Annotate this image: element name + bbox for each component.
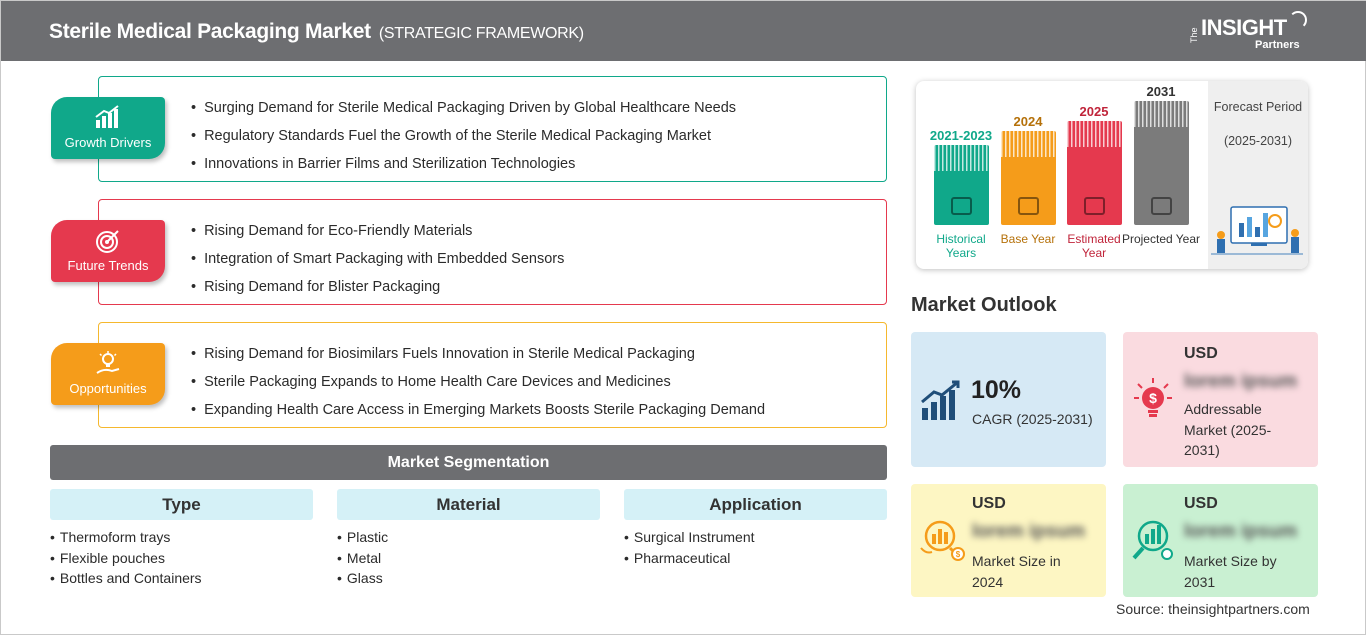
list-item: Rising Demand for Eco-Friendly Materials — [191, 217, 564, 245]
list-item: Regulatory Standards Fuel the Growth of … — [191, 122, 736, 150]
segment-material: Material Plastic Metal Glass — [337, 489, 600, 589]
page-subtitle: (STRATEGIC FRAMEWORK) — [378, 25, 584, 42]
blurred-value: lorem ipsum — [1184, 521, 1297, 542]
segment-item: Glass — [337, 568, 600, 589]
opportunities-box: Rising Demand for Biosimilars Fuels Inno… — [98, 322, 887, 428]
segment-title: Type — [50, 489, 313, 520]
list-item: Sterile Packaging Expands to Home Health… — [191, 368, 765, 396]
list-item: Innovations in Barrier Films and Sterili… — [191, 150, 736, 178]
market-outlook-title: Market Outlook — [911, 294, 1057, 316]
bar-stripes — [934, 145, 989, 171]
growth-chart-icon — [95, 105, 119, 128]
segment-item: Plastic — [337, 527, 600, 548]
hand-lightbulb-icon — [96, 351, 120, 374]
title-text: Sterile Medical Packaging Market — [49, 20, 371, 43]
growth-drivers-tag: Growth Drivers — [51, 97, 165, 159]
presentation-icon — [1151, 197, 1172, 215]
usd-label: USD — [972, 495, 1006, 512]
growth-drivers-box: Surging Demand for Sterile Medical Packa… — [98, 76, 887, 182]
timeline-year: 2021-2023 — [929, 128, 993, 143]
list-item: Integration of Smart Packaging with Embe… — [191, 245, 564, 273]
usd-label: USD — [1184, 345, 1218, 362]
blurred-value: lorem ipsum — [1184, 371, 1297, 392]
logo-insight: INSIGHT — [1201, 15, 1287, 40]
svg-text:$: $ — [956, 550, 961, 559]
list-item: Expanding Health Care Access in Emerging… — [191, 396, 765, 424]
timeline-label: Base Year — [1000, 232, 1056, 246]
segment-type: Type Thermoform trays Flexible pouches B… — [50, 489, 313, 589]
logo-the: The — [1189, 27, 1199, 43]
market-size-2024-label: Market Size in 2024 — [972, 553, 1061, 590]
segment-item: Metal — [337, 548, 600, 569]
forecast-range: (2025-2031) — [1223, 134, 1293, 148]
future-trends-list: Rising Demand for Eco-Friendly Materials… — [191, 217, 564, 301]
forecast-title: Forecast Period — [1213, 100, 1303, 114]
timeline-bar — [1134, 101, 1189, 225]
list-item: Rising Demand for Biosimilars Fuels Inno… — [191, 340, 765, 368]
cagr-card: 10% CAGR (2025-2031) — [911, 332, 1106, 467]
page-title: Sterile Medical Packaging Market (STRATEG… — [49, 20, 584, 44]
analytics-people-icon — [1211, 206, 1303, 255]
cagr-label: CAGR (2025-2031) — [972, 411, 1093, 427]
tag-label: Opportunities — [69, 381, 147, 396]
market-size-2031-label: Market Size by 2031 — [1184, 553, 1277, 590]
bar-stripes — [1067, 121, 1122, 147]
timeline-year: 2024 — [1013, 114, 1043, 129]
opportunities-list: Rising Demand for Biosimilars Fuels Inno… — [191, 340, 765, 424]
header-bar: Sterile Medical Packaging Market (STRATEG… — [1, 1, 1366, 61]
segment-title: Material — [337, 489, 600, 520]
dollar-bulb-icon: $ — [1134, 378, 1172, 417]
estimate-icon — [1084, 197, 1105, 215]
addressable-market-card: USD lorem ipsum $ Addressable Market (20… — [1123, 332, 1318, 467]
insight-partners-logo[interactable]: The INSIGHT Partners — [1189, 9, 1319, 55]
history-icon — [951, 197, 972, 215]
segmentation-header: Market Segmentation — [50, 445, 887, 480]
timeline-label: Estimated Year — [1067, 232, 1121, 260]
timeline-label: Projected Year — [1121, 232, 1201, 246]
opportunities-tag: Opportunities — [51, 343, 165, 405]
addressable-label: Addressable Market (2025-2031) — [1184, 401, 1272, 458]
timeline-bar — [1001, 131, 1056, 225]
segment-item: Bottles and Containers — [50, 568, 313, 589]
market-size-2024-card: USD lorem ipsum $ Market Size in 2024 — [911, 484, 1106, 597]
list-item: Surging Demand for Sterile Medical Packa… — [191, 94, 736, 122]
segment-item: Thermoform trays — [50, 527, 313, 548]
timeline-year: 2031 — [1146, 84, 1176, 99]
future-trends-box: Rising Demand for Eco-Friendly Materials… — [98, 199, 887, 305]
logo-partners: Partners — [1255, 39, 1300, 51]
segment-title: Application — [624, 489, 887, 520]
bar-stripes — [1134, 101, 1189, 127]
tag-label: Future Trends — [67, 258, 149, 273]
bar-growth-icon — [921, 380, 960, 420]
timeline-bar — [934, 145, 989, 225]
usd-label: USD — [1184, 495, 1218, 512]
money-chart-icon: $ — [920, 520, 965, 561]
future-trends-tag: Future Trends — [51, 220, 165, 282]
market-size-2031-card: USD lorem ipsum Market Size by 2031 — [1123, 484, 1318, 597]
cagr-value: 10% — [971, 376, 1022, 404]
growth-drivers-list: Surging Demand for Sterile Medical Packa… — [191, 94, 736, 178]
segment-item: Surgical Instrument — [624, 527, 887, 548]
timeline-label: Historical Years — [936, 232, 986, 260]
bar-stripes — [1001, 131, 1056, 157]
timeline-year: 2025 — [1079, 104, 1109, 119]
logo-arc-icon — [1289, 11, 1307, 29]
segment-item: Flexible pouches — [50, 548, 313, 569]
svg-text:$: $ — [1149, 390, 1157, 406]
tag-label: Growth Drivers — [64, 135, 152, 150]
segment-application: Application Surgical Instrument Pharmace… — [624, 489, 887, 568]
blurred-value: lorem ipsum — [972, 521, 1085, 542]
source-note: Source: theinsightpartners.com — [1116, 601, 1310, 617]
list-item: Rising Demand for Blister Packaging — [191, 273, 564, 301]
target-icon — [96, 230, 119, 253]
calendar-icon — [1018, 197, 1039, 215]
timeline-bar — [1067, 121, 1122, 225]
growth-search-icon — [1132, 520, 1173, 560]
segment-item: Pharmaceutical — [624, 548, 887, 569]
